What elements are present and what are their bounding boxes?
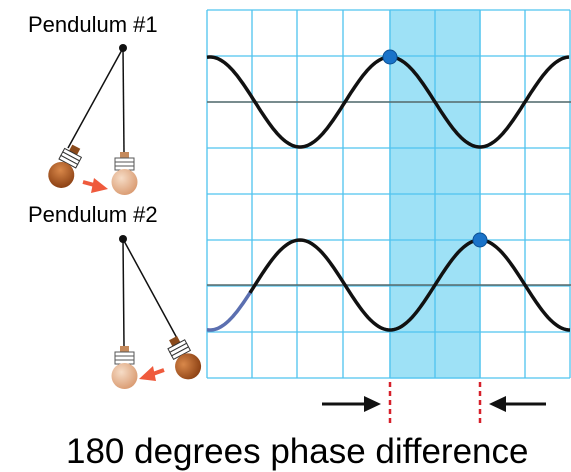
right-arrow [489, 396, 546, 412]
wave2-peak-marker [472, 232, 488, 248]
wave-pendulum-2-leading-segment [206, 290, 253, 332]
pendulum-2 [111, 235, 202, 389]
motion-arrow-1 [82, 178, 108, 193]
phase-difference-caption: 180 degrees phase difference [66, 432, 529, 471]
pendulum-1-label: Pendulum #1 [28, 12, 158, 37]
bob-2-displaced [167, 335, 202, 380]
pendulum-2-label: Pendulum #2 [28, 202, 158, 227]
string-1-displaced [67, 47, 124, 149]
string-1-rest [122, 47, 125, 153]
left-arrow [322, 396, 381, 412]
bob-1-displaced [48, 144, 83, 188]
bob-2-rest [111, 346, 138, 389]
wave1-peak-marker [382, 49, 398, 65]
motion-arrow-2 [139, 366, 165, 381]
wave-pendulum-2 [248, 238, 571, 332]
string-2-rest [122, 238, 125, 347]
string-2-displaced [122, 238, 179, 341]
grid [206, 9, 571, 379]
pendulum-1 [48, 44, 138, 195]
bob-1-rest [111, 152, 138, 195]
